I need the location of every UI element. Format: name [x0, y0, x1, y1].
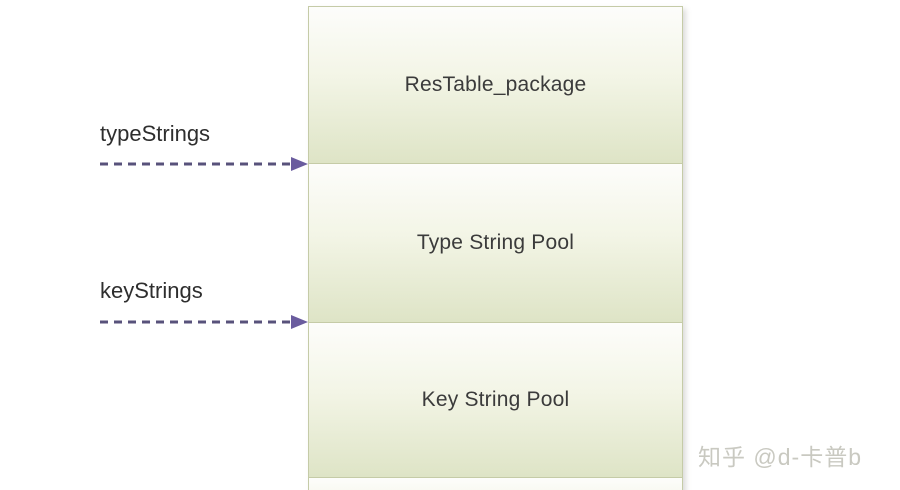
box-restable-package-label: ResTable_package: [404, 73, 587, 96]
pointer-label-keystrings: keyStrings: [100, 278, 203, 303]
keystrings-arrowhead-icon: [291, 315, 308, 329]
pointer-label-typestrings: typeStrings: [100, 121, 211, 146]
box-key-string-pool: Key String Pool: [309, 323, 682, 478]
box-restable-package: ResTable_package: [309, 7, 682, 164]
typestrings-arrow-icon: [100, 157, 308, 171]
box-key-string-pool-label: Key String Pool: [421, 388, 570, 411]
box-type-string-pool-label: Type String Pool: [416, 231, 575, 254]
box-type-string-pool: Type String Pool: [309, 164, 682, 323]
restable-package-stack: ResTable_package Type String Pool Key St…: [308, 6, 683, 490]
zhihu-watermark: 知乎 @d-卡普b: [698, 444, 862, 470]
keystrings-arrow-icon: [100, 315, 308, 329]
typestrings-arrowhead-icon: [291, 157, 308, 171]
box-next-section-cutoff: [309, 478, 682, 490]
